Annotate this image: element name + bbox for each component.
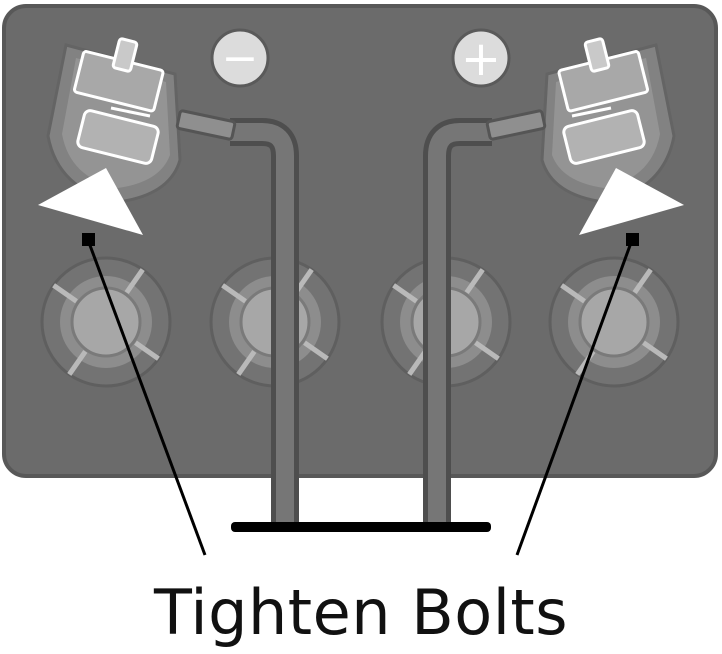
left-leader-line [86,239,207,556]
tighten-bolts-label: Tighten Bolts [153,576,569,649]
negative-marker: − [210,28,270,88]
triangle-arrow-icon [38,168,143,235]
ground-bar [231,522,491,532]
left-leader-endpoint [82,233,95,246]
vent-cap-4 [550,258,678,386]
bolt-icon [111,37,139,73]
negative-terminal [46,37,237,204]
positive-terminal [485,37,676,204]
positive-symbol: + [461,31,501,87]
right-leader-line [515,239,634,556]
vent-cap-1 [42,258,170,386]
triangle-arrow-icon [579,168,684,235]
right-leader-endpoint [626,233,639,246]
positive-marker: + [451,28,511,88]
bolt-icon [583,37,611,73]
negative-symbol: − [222,33,259,84]
